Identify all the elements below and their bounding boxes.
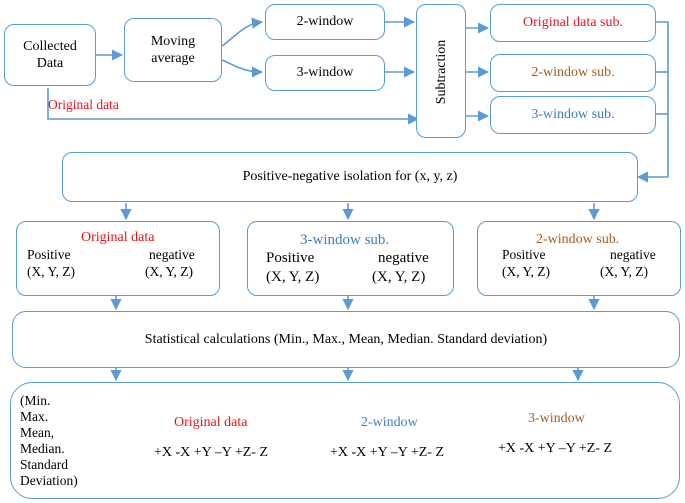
iso-negative: negative	[610, 247, 656, 262]
result-col-title: Original data	[174, 415, 248, 430]
arrow-moving-to-3window	[221, 59, 264, 78]
iso-negative: negative	[378, 250, 429, 266]
result-col-formula: +X -X +Y –Y +Z- Z	[330, 445, 445, 460]
iso-negative: negative	[149, 247, 195, 262]
result-metrics: (Min. Max. Mean, Median. Standard Deviat…	[20, 393, 78, 488]
iso-positive: Positive	[266, 250, 315, 266]
2-window-sub-node: 2-window sub.	[490, 54, 656, 92]
subtraction-node: Subtraction	[416, 4, 466, 138]
iso-positive: Positive	[502, 247, 546, 262]
result-col-title: 2-window	[361, 415, 418, 430]
iso-box-3window: 3-window sub. Positive (X, Y, Z) negativ…	[247, 221, 454, 296]
result-col-formula: +X -X +Y –Y +Z- Z	[154, 445, 269, 460]
iso-negative-xyz: (X, Y, Z)	[372, 269, 426, 285]
statistics-node: Statistical calculations (Min., Max., Me…	[12, 311, 680, 368]
iso-positive-xyz: (X, Y, Z)	[27, 264, 75, 279]
collected-data-node: Collected Data	[4, 24, 96, 86]
line-orig-sub-right	[656, 21, 669, 177]
result-col-title: 3-window	[528, 411, 585, 426]
iso-title: 3-window sub.	[300, 232, 390, 248]
2-window-node: 2-window	[265, 4, 385, 40]
result-col-formula: +X -X +Y –Y +Z- Z	[498, 441, 613, 456]
iso-negative-xyz: (X, Y, Z)	[145, 264, 193, 279]
3-window-node: 3-window	[265, 55, 385, 91]
iso-box-original: Original data Positive (X, Y, Z) negativ…	[16, 221, 220, 296]
iso-title: Original data	[81, 230, 155, 245]
3-window-sub-node: 3-window sub.	[490, 96, 656, 134]
original-data-edge-label: Original data	[48, 97, 119, 112]
iso-positive-xyz: (X, Y, Z)	[266, 269, 320, 285]
iso-positive: Positive	[27, 247, 71, 262]
result-node: (Min. Max. Mean, Median. Standard Deviat…	[10, 382, 680, 499]
original-data-sub-node: Original data sub.	[490, 4, 656, 42]
arrow-moving-to-2window	[221, 17, 264, 47]
arrow-original-data-line	[47, 88, 420, 125]
iso-title: 2-window sub.	[536, 232, 620, 247]
subtraction-label: Subtraction	[434, 39, 449, 105]
iso-box-2window: 2-window sub. Positive (X, Y, Z) negativ…	[477, 221, 681, 296]
moving-average-node: Moving average	[124, 18, 222, 82]
iso-negative-xyz: (X, Y, Z)	[600, 264, 648, 279]
isolation-node: Positive-negative isolation for (x, y, z…	[62, 152, 638, 202]
iso-positive-xyz: (X, Y, Z)	[502, 264, 550, 279]
